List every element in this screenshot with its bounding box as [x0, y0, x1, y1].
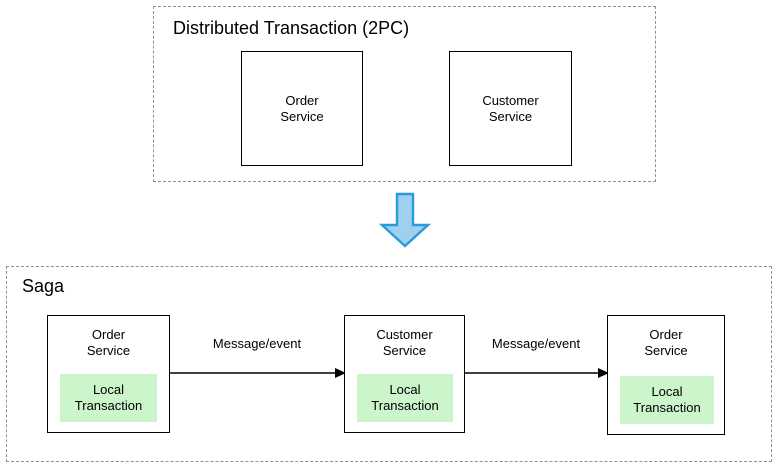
- group-distributed-transaction-title: Distributed Transaction (2PC): [173, 18, 410, 38]
- local-transaction-label: Local Transaction: [371, 382, 439, 413]
- service-box-customer-service-saga[interactable]: Customer Service Local Transaction: [344, 315, 465, 433]
- group-saga-title: Saga: [22, 276, 65, 296]
- local-transaction-label: Local Transaction: [633, 384, 701, 415]
- service-box-customer-service-2pc[interactable]: Customer Service: [449, 51, 572, 166]
- connector-label-1: Message/event: [212, 336, 302, 351]
- group-distributed-transaction: [153, 6, 656, 182]
- service-label: Order Service: [644, 327, 688, 358]
- connector-label-2: Message/event: [491, 336, 581, 351]
- service-box-order-service-2pc[interactable]: Order Service: [241, 51, 363, 166]
- service-label: Customer Service: [482, 93, 539, 124]
- down-arrow-icon: [379, 192, 431, 248]
- service-label: Order Service: [86, 327, 131, 358]
- service-box-order-service-saga-1[interactable]: Order Service Local Transaction: [47, 315, 170, 433]
- local-transaction-label: Local Transaction: [74, 382, 143, 413]
- local-transaction-box[interactable]: Local Transaction: [357, 374, 453, 422]
- local-transaction-box[interactable]: Local Transaction: [60, 374, 157, 422]
- service-box-order-service-saga-2[interactable]: Order Service Local Transaction: [607, 315, 725, 435]
- group-saga: [6, 266, 772, 462]
- service-label: Customer Service: [376, 327, 433, 358]
- service-label: Order Service: [280, 93, 324, 124]
- local-transaction-box[interactable]: Local Transaction: [620, 376, 714, 424]
